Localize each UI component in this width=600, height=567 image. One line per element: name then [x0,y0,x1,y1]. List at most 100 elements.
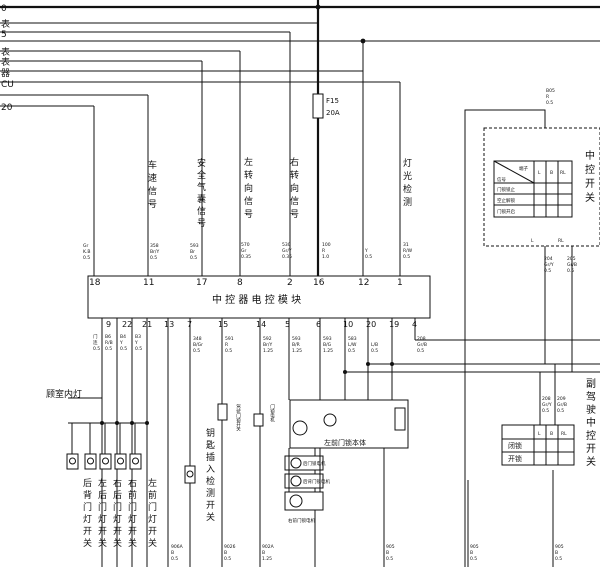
central-wire-rl-c: 0.5 [567,268,574,274]
key-insert-switch: 钥匙插入检测开关 [184,427,215,524]
wire-code-bot-6-b: Br/Y [263,342,272,348]
left-label-6: CU [1,80,14,90]
bottom-code-17: 0.5 [555,556,562,562]
central-row-lock: 门锁锁止 [497,186,515,193]
wire-code-bot-0-c: 0.5 [93,346,100,352]
wire-code-top-4-b: Gr/Y [282,248,292,254]
central-header-rl: RL [560,170,566,176]
bottom-code-4: B [224,550,227,556]
central-wire-l-b: Gr/Y [544,262,554,268]
wire-code-bot-3-b: Y [134,340,138,346]
central-module: 18 11 17 8 2 16 12 1 中 控 器 电 控 模 块 [87,275,431,319]
passenger-switch-title: 副驾驶中控开关 [584,378,596,469]
module-feeds [93,0,401,276]
top-pin-1: 1 [397,278,403,288]
door-lock-motor-label: 门锁电机 [270,403,275,424]
wire-code-bot-4-b: B/Gr [193,342,203,348]
passenger-wire-c: 0.5 [542,408,549,414]
wire-code-bot-9-a: 583 [348,336,357,342]
door-switches: 后背门灯开关 左后门灯开关 右后门灯开关 右前门灯开关 左前门灯开关 [66,423,157,550]
bottom-code-6: 902A [262,544,275,550]
passenger-wire2-c: 0.5 [557,408,564,414]
wire-code-bot-1-a: B6 [105,334,111,340]
signal-speed: 车速信号 [146,159,157,212]
signal-airbag: 安全气囊信号 [195,157,206,230]
wire-code-bot-2-c: 0.5 [120,346,127,352]
wire-code-bot-0-b: 连 [93,339,98,346]
passenger-header-l: L [538,431,541,437]
bottom-code-1: B [171,550,174,556]
wire-code-bot-7-b: B/R [292,342,300,348]
bus-lines [0,5,600,107]
wire-code-top-6-b: Y [364,248,368,254]
bottom-code-14: 0.5 [470,556,477,562]
passenger-row-unlock: 开锁 [508,454,522,463]
bottom-codes: 906A B 0.5 9026 B 0.5 902A B 1.25 905 B … [171,544,564,562]
central-header-b: B [550,170,553,176]
left-label-0: 0 [1,4,7,14]
bottom-code-5: 0.5 [224,556,231,562]
left-label-2: 5 [1,30,7,40]
motor-b-label: 后背门锁电机 [303,478,330,485]
top-pin-16: 16 [313,278,325,288]
wire-code-bot-4-a: 348 [193,336,202,342]
bottom-pin-15: 15 [218,320,228,329]
wire-code-bot-8-c: 1.25 [323,348,333,354]
wire-code-bot-1-b: R/B [105,340,113,346]
top-pin-17: 17 [196,278,207,288]
central-pin-rl: RL [558,238,564,244]
wire-code-top-0-b: K.B [83,249,90,255]
wire-code-bot-10-b: L/B [371,342,378,348]
signal-light-check: 灯光检测 [401,158,412,210]
fuse-f15: F15 20A [312,93,340,119]
wire-code-top-1-b: Br/Y [150,249,159,255]
left-label-1: 表 [1,18,10,30]
dome-light-label: 顾室内灯 [46,388,82,400]
wire-code-bot-7-c: 1.25 [292,348,302,354]
door-switch-right-rear: 右后门灯开关 [111,477,122,550]
door-switch-right-front: 右前门灯开关 [126,477,137,550]
wire-code-top-5-b: R [322,248,325,254]
top-pin-8: 8 [237,278,243,288]
wire-code-bot-2-a: B4 [120,334,126,340]
wire-code-top-1-c: 0.5 [150,255,157,261]
bottom-pin-19: 19 [389,320,399,329]
door-lock-components: 驾驶门锁开关 门锁电机 左前门锁本体 后门锁电机 后背门锁电机 右前门锁电机 [217,399,409,524]
passenger-wire-b: Gr/Y [542,402,552,408]
central-header-l: L [538,170,541,176]
bottom-code-7: B [262,550,265,556]
bottom-code-8: 1.25 [262,556,272,562]
wire-code-bot-8-a: 593 [323,336,332,342]
central-switch-title: 中控开关 [583,149,595,206]
central-lock-switch: B05 R 0.5 端子 信号 L B RL 门锁锁止 空止解锁 门锁开启 中控… [464,88,600,567]
bottom-pin-22: 22 [122,320,132,329]
wire-code-bot-6-a: 592 [263,336,272,342]
central-wire-l-a: 204 [544,256,553,262]
bottom-pin-10: 10 [343,320,353,329]
wire-code-bot-5-a: 591 [225,336,234,342]
central-row-unlock: 门锁开启 [497,208,515,215]
bottom-pin-20: 20 [366,320,376,329]
door-switch-left-rear: 左后门灯开关 [96,477,107,550]
wire-codes-top: Gr K.B 0.5 358 Br/Y 0.5 593 Br 0.5 570 G… [83,242,413,261]
signal-labels: 车速信号 安全气囊信号 左转向信号 右转向信号 灯光检测 [146,156,412,230]
wire-code-top-1-a: 358 [150,243,159,249]
door-lock-switch-label: 驾驶门锁开关 [236,403,241,433]
wire-code-bot-11-a: 208 [417,336,426,342]
bottom-code-12: 905 [470,544,479,550]
wire-code-top-0-a: Gr [83,243,88,249]
wire-code-bot-11-c: 0.5 [417,348,424,354]
bottom-pin-14: 14 [256,320,266,329]
wire-code-top-2-b: Br [190,249,195,255]
bottom-code-15: 905 [555,544,564,550]
passenger-row-lock: 闭锁 [508,441,522,450]
wire-code-top-0-c: 0.5 [83,255,90,261]
wire-code-top-5-c: 1.0 [322,254,329,260]
wire-code-top-7-c: 0.5 [403,254,410,260]
wire-code-bot-7-a: 593 [292,336,301,342]
fuse-name: F15 [326,97,339,105]
fuse-rating: 20A [326,109,340,117]
central-switch-wire-a: B05 [546,88,555,94]
left-front-body-label: 左前门锁本体 [324,438,366,447]
wire-code-top-7-b: R/W [403,248,413,254]
